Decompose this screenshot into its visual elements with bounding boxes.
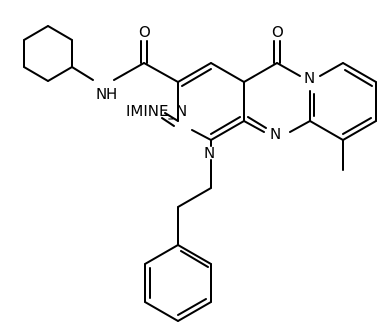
bond (191, 129, 212, 141)
bond (71, 66, 94, 81)
bond (309, 120, 344, 141)
atom-label-amide-h: H (106, 85, 117, 103)
bond (144, 301, 179, 322)
bond (342, 120, 377, 141)
atom-label-carbonyl-o: O (272, 23, 284, 41)
bond (181, 68, 212, 87)
bond (177, 187, 212, 208)
bond (210, 62, 245, 83)
bond (23, 25, 49, 41)
bond (177, 244, 212, 265)
bond (164, 112, 179, 122)
bond (243, 120, 265, 133)
bond (276, 62, 301, 77)
atom-label-ring-n1: N (204, 144, 215, 162)
bond (47, 66, 73, 82)
bond (177, 301, 212, 322)
bond (177, 298, 207, 316)
bond (342, 62, 377, 83)
bond (180, 250, 209, 268)
bond (161, 117, 175, 127)
bond (113, 62, 145, 81)
bond (319, 62, 344, 77)
bond (247, 116, 267, 129)
bond (144, 244, 179, 265)
atom-label-amide-o: O (139, 23, 151, 41)
atom-label-group: N H O O N IMINE_N N N (96, 23, 315, 162)
bond (344, 69, 373, 87)
bond (243, 62, 278, 83)
bond (210, 120, 245, 141)
bond (342, 117, 372, 135)
bond (210, 116, 241, 135)
bond (143, 62, 179, 83)
atom-label-ring-n2: N (270, 125, 281, 143)
bond (47, 25, 73, 41)
atom-label-bridge-n: N (304, 69, 315, 87)
bond (289, 120, 311, 133)
atom-label-imine-n: IMINE_N (126, 102, 187, 121)
bond (23, 66, 49, 82)
bond (177, 62, 212, 83)
atom-label-amide-n: N (96, 85, 107, 103)
bond-group (23, 25, 377, 322)
